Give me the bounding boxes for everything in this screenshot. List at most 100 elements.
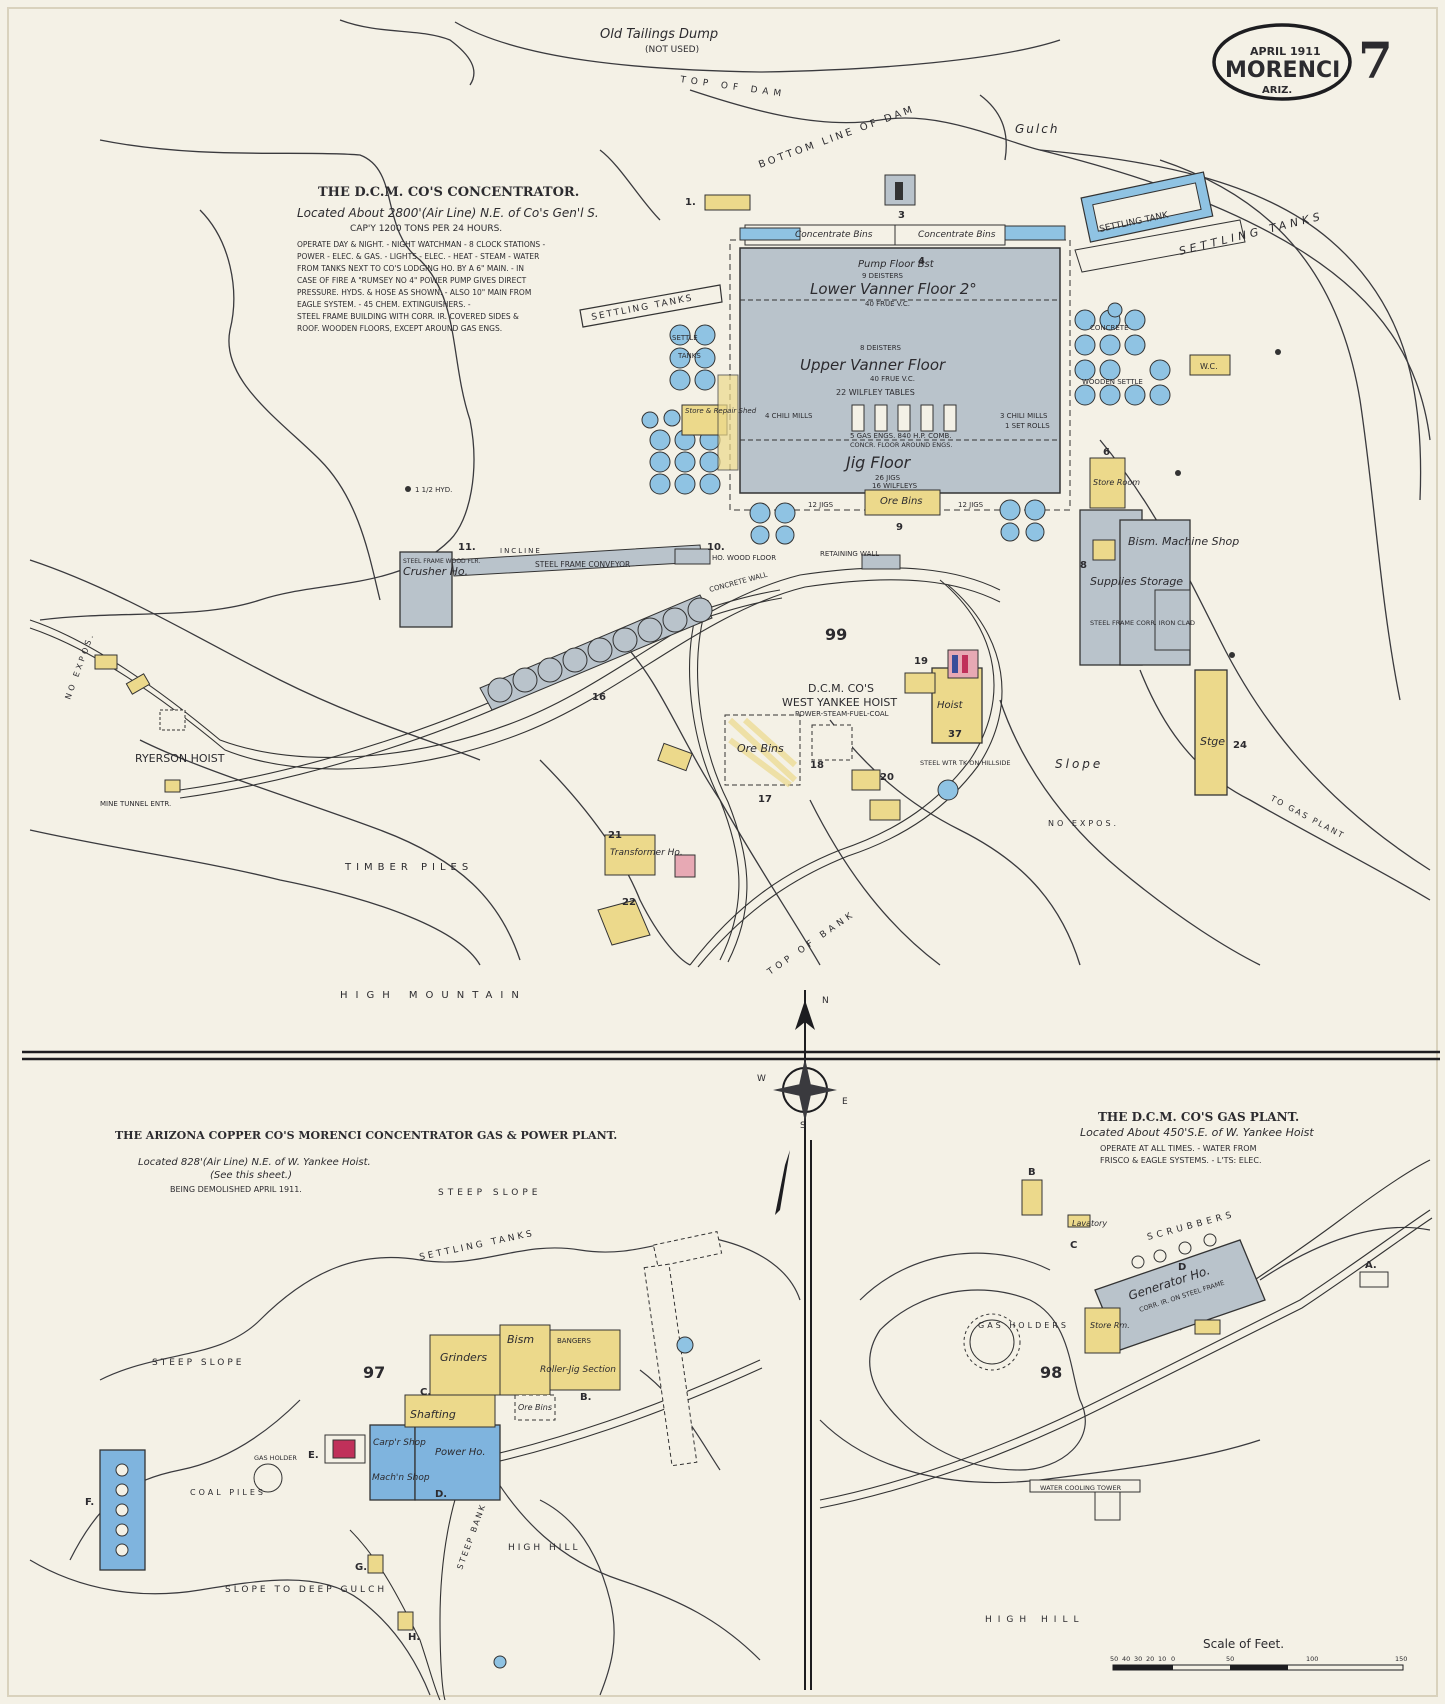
steep-slope-top: STEEP SLOPE (438, 1188, 541, 1198)
conveyor-label: STEEL FRAME CONVEYOR (535, 560, 630, 569)
ore-bins-label: Ore Bins (518, 1403, 552, 1412)
br-note: OPERATE AT ALL TIMES. - WATER FROM (1100, 1144, 1257, 1153)
conveyor-house (674, 548, 711, 565)
contour-line (99, 1237, 801, 1381)
jigs-left-label: 12 JIGS (808, 501, 834, 509)
store-room-building (1084, 1307, 1121, 1354)
wc-building (1189, 354, 1231, 376)
settling-tanks-shed (652, 1230, 723, 1268)
bldg-num: 10. (707, 542, 725, 553)
bldg-num: 1. (685, 197, 696, 208)
pump-floor-sub: 9 DEISTERS (862, 272, 904, 280)
settle-label: SETTLE (672, 334, 698, 342)
mine-tunnel-entrance (164, 779, 181, 793)
carp-shop-label: Carp'r Shop (373, 1438, 426, 1448)
steel-frame-corr-label: STEEL FRAME CORR. IRON CLAD (1090, 619, 1195, 627)
boiler (962, 655, 968, 673)
contour-line (29, 1559, 431, 1696)
wc-label: W.C. (1200, 362, 1218, 371)
gas-holder-outline (963, 1313, 1021, 1371)
high-hill-label: HIGH HILL (508, 1543, 580, 1553)
roller-jig-label: Roller-Jig Section (540, 1365, 616, 1375)
sheet-cartouche: APRIL 1911 MORENCI ARIZ. 7 (1212, 23, 1393, 101)
transformer-house (604, 834, 656, 876)
crusher-house (399, 551, 453, 628)
cooling-tower-base (1094, 1491, 1121, 1521)
cartouche-town: MORENCI (1225, 58, 1340, 83)
crusher-label: Crusher Ho. (403, 565, 468, 578)
lower-vanner-sub: 40 FRUE V.C. (865, 300, 910, 308)
set-rolls-label: 1 SET ROLLS (1005, 422, 1050, 430)
high-mountain-label: HIGH MOUNTAIN (340, 990, 527, 1001)
chili-right-label: 3 CHILI MILLS (1000, 412, 1048, 420)
bism-label: Bism (507, 1333, 534, 1346)
bldg-letter: A. (1365, 1260, 1377, 1271)
page-border (7, 7, 1438, 1697)
shed-20 (869, 799, 901, 821)
building-letters: A. B C D (1028, 1167, 1377, 1273)
contour-line (599, 149, 661, 221)
chili-left-label: 4 CHILI MILLS (765, 412, 813, 420)
platform-18 (811, 724, 853, 761)
wilfley-table (897, 404, 911, 432)
transformer-label: Transformer Ho. (610, 848, 683, 858)
contour-line (199, 209, 381, 601)
wilfley-table (943, 404, 957, 432)
contour-line (829, 719, 1081, 966)
scale-tick: 150 (1395, 1655, 1407, 1663)
hydrants (405, 349, 1281, 658)
water-tank (676, 1336, 694, 1354)
shafting-label: Shafting (410, 1408, 456, 1421)
scale-tick: 50 (1110, 1655, 1118, 1663)
upper-vanner-sub: 40 FRUE V.C. (870, 375, 915, 383)
wilfley-table (920, 404, 934, 432)
slope-label: Slope (1055, 757, 1103, 771)
compass-w: W (757, 1074, 766, 1084)
conc-floor-label: CONCR. FLOOR AROUND ENGS. (850, 441, 952, 449)
storage-building-24 (1194, 669, 1228, 796)
cartouche-date: APRIL 1911 (1250, 45, 1321, 58)
tanks-label: TANKS (677, 352, 701, 360)
track (469, 1359, 761, 1461)
bldg-letter: F. (85, 1497, 94, 1508)
terrain-contours (29, 1237, 801, 1696)
track (697, 584, 1003, 968)
compass-tail (775, 1150, 790, 1215)
water-tank-small (493, 1655, 507, 1669)
shed-g (367, 1554, 384, 1574)
bldg-letter: D (1178, 1262, 1186, 1273)
top-map: Old Tailings Dump (NOT USED) TOP OF DAM … (29, 19, 1431, 1001)
contour-line (139, 739, 521, 961)
jigs-center-label: 26 JIGS (875, 474, 901, 482)
pump-floor-label: Pump Floor Bst (858, 259, 935, 270)
oil-house (851, 769, 881, 791)
ryerson-hoist (159, 709, 186, 731)
scale-title: Scale of Feet. (1203, 1637, 1284, 1651)
br-location: Located About 450'S.E. of W. Yankee Hois… (1080, 1126, 1314, 1139)
wilfley-label: 22 WILFLEY TABLES (836, 388, 915, 397)
lower-vanner-label: Lower Vanner Floor 2° (810, 280, 977, 298)
north-arrow-head (795, 1000, 815, 1030)
scale-tick: 40 (1122, 1655, 1130, 1663)
bottom-left-map: THE ARIZONA COPPER CO'S MORENCI CONCENTR… (29, 1129, 801, 1701)
note-line: OPERATE DAY & NIGHT. - NIGHT WATCHMAN - … (297, 240, 546, 249)
contour-line (29, 559, 481, 761)
compass-n: N (822, 996, 829, 1006)
shafting-building (404, 1394, 496, 1428)
block-99-label: 99 (825, 625, 847, 644)
concentrator-location: Located About 2800'(Air Line) N.E. of Co… (297, 206, 599, 220)
water-cooling-tower (1029, 1479, 1141, 1493)
steel-water-tank-label: STEEL WTR TK ON HILLSIDE (920, 759, 1011, 767)
contour-line (29, 829, 481, 966)
compass-star (773, 1058, 837, 1122)
wilfleys-label: 16 WILFLEYS (872, 482, 918, 490)
bldg-num: 17 (758, 794, 772, 805)
scale-tick: 10 (1158, 1655, 1166, 1663)
concentrator-title: THE D.C.M. CO'S CONCENTRATOR. (318, 185, 579, 200)
bldg-num: 8 (1080, 560, 1087, 571)
compass-s: S (800, 1121, 806, 1131)
scale-tick: 50 (1226, 1655, 1234, 1663)
track (689, 599, 740, 961)
boiler (895, 182, 903, 200)
